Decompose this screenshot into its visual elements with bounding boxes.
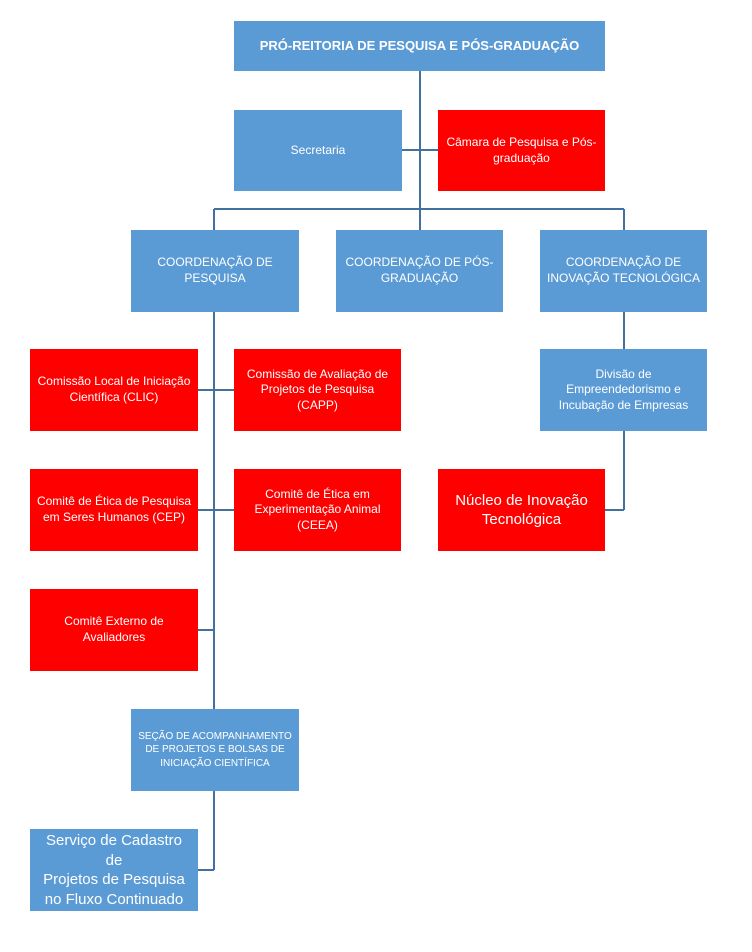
ceea-box: Comitê de Ética em Experimentação Animal… (234, 469, 401, 551)
servico-box: Serviço de Cadastro de Projetos de Pesqu… (30, 829, 198, 911)
coord-pos-graduacao-box: COORDENAÇÃO DE PÓS- GRADUAÇÃO (336, 230, 503, 312)
camara-box: Câmara de Pesquisa e Pós- graduação (438, 110, 605, 191)
capp-box: Comissão de Avaliação de Projetos de Pes… (234, 349, 401, 431)
nucleo-box: Núcleo de Inovação Tecnológica (438, 469, 605, 551)
secao-box: SEÇÃO DE ACOMPANHAMENTO DE PROJETOS E BO… (131, 709, 299, 791)
divisao-box: Divisão de Empreendedorismo e Incubação … (540, 349, 707, 431)
secretaria-box: Secretaria (234, 110, 402, 191)
coord-pesquisa-box: COORDENAÇÃO DE PESQUISA (131, 230, 299, 312)
comite-externo-box: Comitê Externo de Avaliadores (30, 589, 198, 671)
cep-box: Comitê de Ética de Pesquisa em Seres Hum… (30, 469, 198, 551)
coord-inovacao-box: COORDENAÇÃO DE INOVAÇÃO TECNOLÓGICA (540, 230, 707, 312)
pro-reitoria-box: PRÓ-REITORIA DE PESQUISA E PÓS-GRADUAÇÃO (234, 21, 605, 71)
clic-box: Comissão Local de Iniciação Científica (… (30, 349, 198, 431)
